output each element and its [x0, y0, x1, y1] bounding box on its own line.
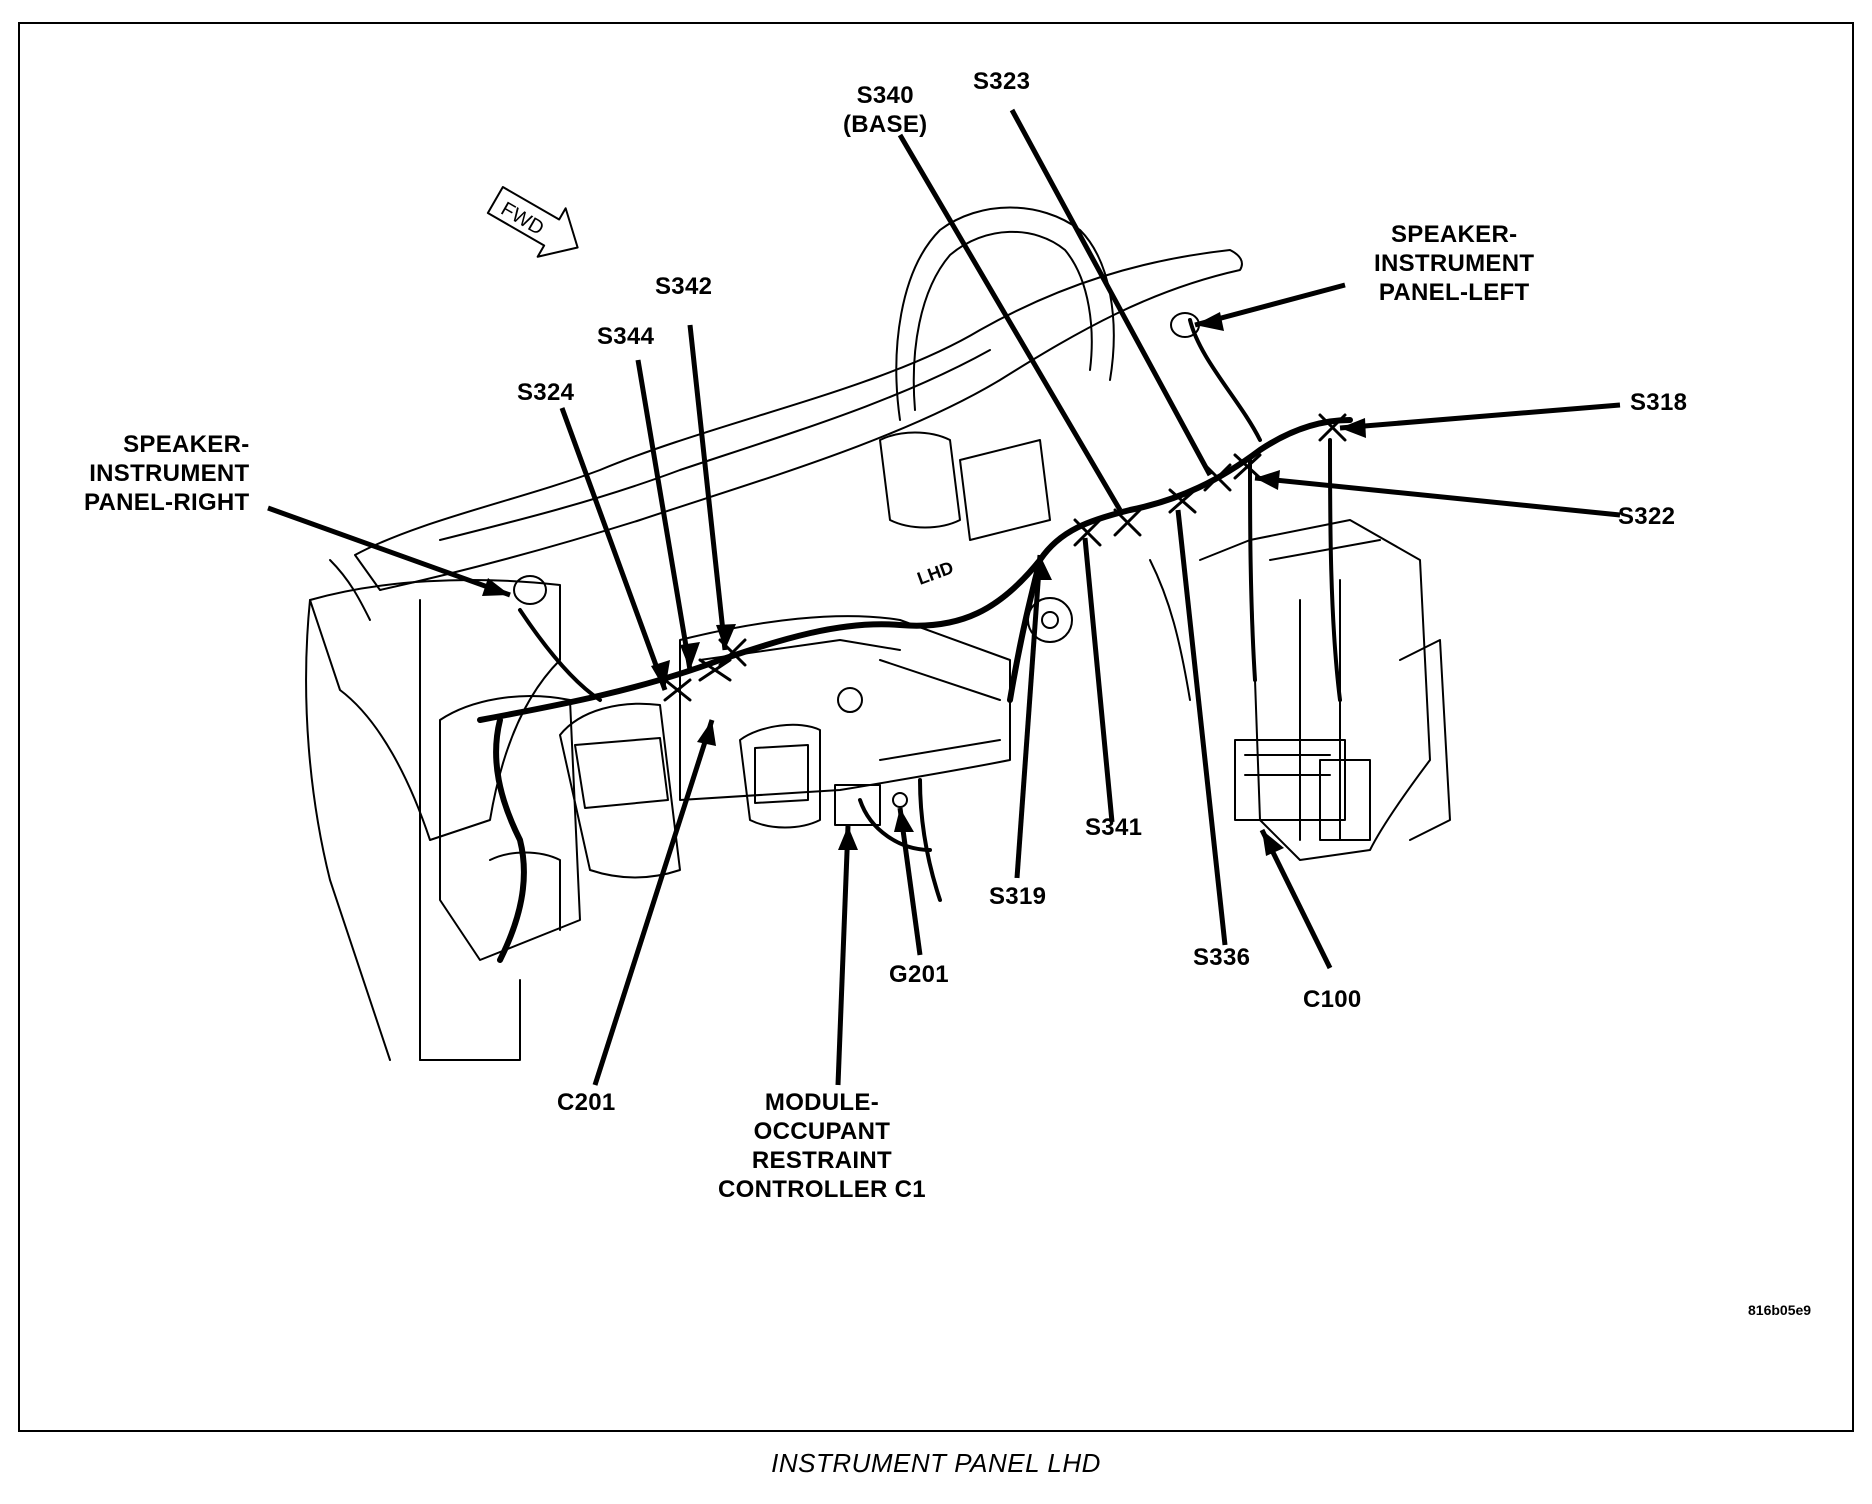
air-duct	[559, 702, 681, 879]
leader-s342	[687, 324, 728, 651]
callout-s322: S322	[1618, 503, 1676, 530]
lhd-stamp: LHD	[915, 557, 957, 588]
leader-s340	[897, 133, 1123, 512]
diagram-frame	[18, 22, 1854, 1432]
callout-s344: S344	[597, 323, 655, 350]
leader-c100	[1259, 828, 1333, 970]
leader-s318	[1339, 402, 1621, 431]
callout-s319: S319	[989, 883, 1047, 910]
leader-s344	[635, 359, 693, 671]
callout-s341: S341	[1085, 814, 1143, 841]
leader-s336	[1175, 509, 1228, 946]
callout-s336: S336	[1193, 944, 1251, 971]
callout-s318: S318	[1630, 389, 1688, 416]
c100-connector-block	[1234, 739, 1346, 821]
callout-speaker-instrument-panel-left: SPEAKER- INSTRUMENT PANEL-LEFT	[1374, 221, 1535, 306]
callout-c100: C100	[1303, 986, 1362, 1013]
callout-g201: G201	[889, 961, 949, 988]
callout-s340-base: S340 (BASE)	[843, 82, 928, 138]
leader-s322	[1254, 475, 1621, 518]
dash-top-outline	[354, 249, 1243, 591]
fwd-arrow-indicator: FWD	[486, 186, 579, 258]
callout-s324: S324	[517, 379, 575, 406]
callout-module-occupant-restraint-controller-c1: MODULE- OCCUPANT RESTRAINT CONTROLLER C1	[718, 1089, 926, 1203]
leader-orc	[835, 825, 851, 1086]
driver-side-bracket	[1249, 519, 1431, 861]
g201-ground-stud	[892, 792, 908, 808]
leader-s323	[1009, 108, 1213, 477]
callout-speaker-instrument-panel-right: SPEAKER- INSTRUMENT PANEL-RIGHT	[84, 431, 250, 516]
leader-s319	[1014, 554, 1043, 879]
callout-s342: S342	[655, 273, 713, 300]
orc-module-connector	[834, 784, 881, 826]
leader-c201	[592, 719, 715, 1086]
leader-g201	[897, 807, 923, 956]
leader-s341	[1082, 537, 1115, 823]
callout-c201: C201	[557, 1089, 616, 1116]
speaker-left-grille	[1170, 312, 1200, 338]
leader-lines	[267, 108, 1621, 1086]
speaker-right-grille	[513, 575, 547, 605]
figure-caption: INSTRUMENT PANEL LHD	[771, 1448, 1101, 1478]
callout-s323: S323	[973, 68, 1031, 95]
leader-speaker-right	[267, 505, 511, 598]
leader-s324	[559, 407, 668, 691]
hvac-housing	[679, 615, 1011, 801]
figure-code: 816b05e9	[1748, 1302, 1812, 1318]
right-end-structure	[309, 579, 561, 841]
leader-arrowheads	[482, 312, 1366, 856]
